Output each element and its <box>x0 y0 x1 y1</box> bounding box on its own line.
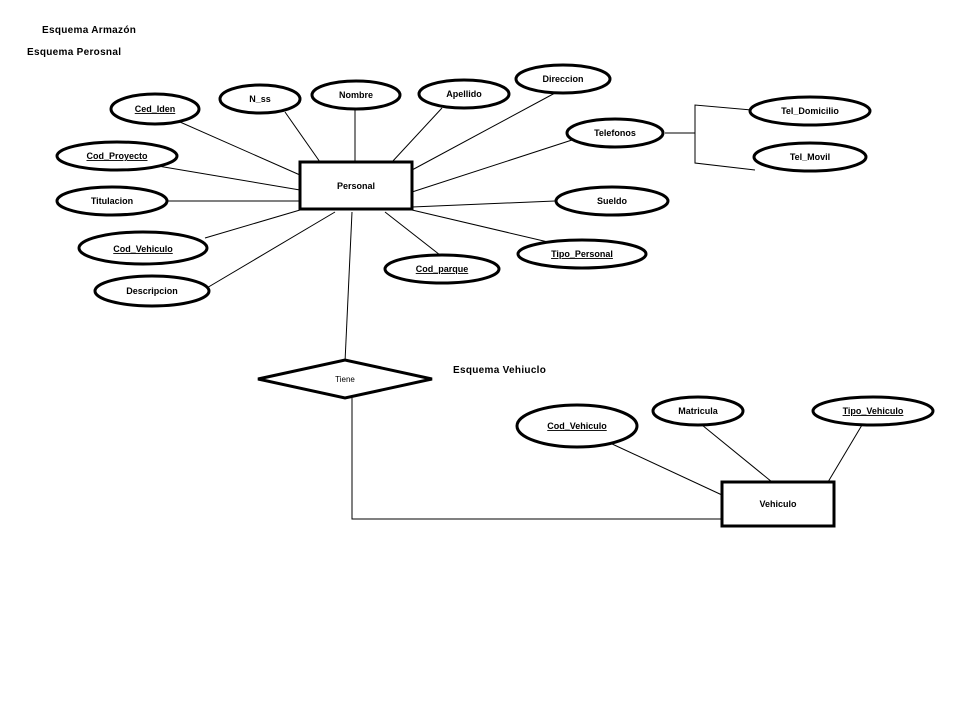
entity-vehiculo: Vehiculo <box>720 480 836 528</box>
line-tiene-vehiculo <box>351 398 722 520</box>
line-tipo-personal <box>411 209 549 243</box>
line-tipo-vehiculo <box>827 424 863 483</box>
attr-nombre: Nombre <box>310 79 402 111</box>
attr-tel-domicilio-label: Tel_Domicilio <box>781 106 839 116</box>
relationship-tiene: Tiene <box>257 358 433 400</box>
attr-sueldo: Sueldo <box>554 185 670 217</box>
attr-descripcion-label: Descripcion <box>126 286 178 296</box>
attr-cod-vehiculo-vehiculo: Cod_Vehiculo <box>515 403 639 449</box>
line-cod-vehiculo-p <box>204 209 301 239</box>
line-tel-domicilio <box>665 104 764 134</box>
attr-n-ss-label: N_ss <box>249 94 271 104</box>
entity-personal: Personal <box>298 160 414 211</box>
attr-nombre-label: Nombre <box>339 90 373 100</box>
attr-cod-proyecto: Cod_Proyecto <box>55 140 179 172</box>
attr-cod-vehiculo-vehiculo-label: Cod_Vehiculo <box>547 421 607 431</box>
line-n-ss <box>284 111 321 163</box>
attr-ced-iden-label: Ced_Iden <box>135 104 176 114</box>
relationship-tiene-label: Tiene <box>335 375 355 384</box>
title-esquema-vehiculo: Esquema Vehiuclo <box>453 365 547 376</box>
line-telefonos <box>411 139 573 193</box>
attr-cod-proyecto-label: Cod_Proyecto <box>86 151 148 161</box>
attr-titulacion-label: Titulacion <box>91 196 133 206</box>
attr-cod-parque: Cod_parque <box>383 253 501 285</box>
attr-matricula-label: Matricula <box>678 406 719 416</box>
line-cod-parque <box>384 211 441 256</box>
line-personal-tiene <box>344 211 353 363</box>
entity-vehiculo-label: Vehiculo <box>759 499 797 509</box>
attr-ced-iden: Ced_Iden <box>109 92 201 126</box>
line-apellido <box>391 107 443 163</box>
attr-tipo-personal-label: Tipo_Personal <box>551 249 613 259</box>
title-esquema-armazon: Esquema Armazón <box>42 25 137 36</box>
attr-matricula: Matricula <box>651 395 745 427</box>
attr-titulacion: Titulacion <box>55 185 169 217</box>
title-esquema-personal: Esquema Perosnal <box>27 47 122 58</box>
attr-apellido-label: Apellido <box>446 89 482 99</box>
attr-tel-movil-label: Tel_Movil <box>790 152 830 162</box>
attr-tipo-personal: Tipo_Personal <box>516 238 648 270</box>
attr-sueldo-label: Sueldo <box>597 196 628 206</box>
attr-telefonos-label: Telefonos <box>594 128 636 138</box>
attr-cod-parque-label: Cod_parque <box>416 264 469 274</box>
attr-tel-domicilio: Tel_Domicilio <box>748 95 872 127</box>
attr-tel-movil: Tel_Movil <box>752 141 868 173</box>
line-cod-proyecto <box>151 164 301 191</box>
attr-telefonos: Telefonos <box>565 117 665 149</box>
attr-descripcion: Descripcion <box>93 274 211 308</box>
attr-direccion-label: Direccion <box>542 74 583 84</box>
line-tel-movil <box>694 133 756 171</box>
attr-apellido: Apellido <box>417 78 511 110</box>
attr-direccion: Direccion <box>514 63 612 95</box>
line-ced-iden <box>179 121 301 176</box>
line-matricula <box>701 424 773 483</box>
line-cod-vehiculo-v <box>609 442 723 496</box>
attr-tipo-vehiculo-label: Tipo_Vehiculo <box>843 406 904 416</box>
connection-lines <box>151 92 863 520</box>
attr-cod-vehiculo-personal: Cod_Vehiculo <box>77 230 209 266</box>
line-descripcion <box>199 211 336 293</box>
attr-n-ss: N_ss <box>218 83 302 115</box>
attr-tipo-vehiculo: Tipo_Vehiculo <box>811 395 935 427</box>
line-direccion <box>411 92 556 171</box>
line-sueldo <box>411 200 556 208</box>
attr-cod-vehiculo-personal-label: Cod_Vehiculo <box>113 244 173 254</box>
entity-personal-label: Personal <box>337 181 375 191</box>
